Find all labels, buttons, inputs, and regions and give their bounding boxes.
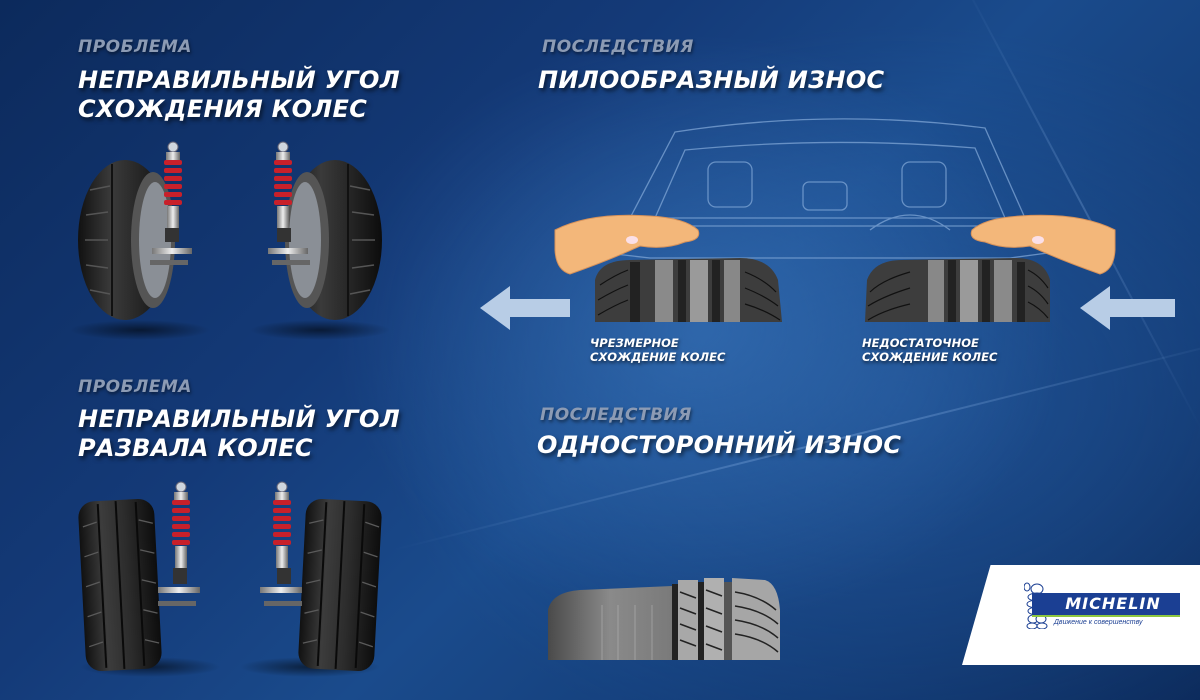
michelin-tagline: Движение к совершенству	[1054, 619, 1143, 626]
shock-absorber-icon	[158, 481, 200, 606]
shock-absorber-icon	[150, 141, 192, 265]
tire-icon	[78, 498, 162, 672]
shock-absorber-icon	[268, 141, 310, 265]
tire-icon	[285, 160, 382, 320]
toe-wheels-illustration	[70, 141, 390, 340]
toe-consequence-title: Пилообразный износ	[538, 66, 885, 94]
michelin-wordmark: MICHELIN	[1032, 593, 1180, 617]
toe-problem-eyebrow: Проблема	[78, 37, 192, 57]
sawtooth-wear-illustration	[480, 118, 1175, 330]
excessive-toe-caption-line2: схождение колес	[590, 350, 726, 364]
michelin-logo-panel: MICHELIN Движение к совершенству	[962, 565, 1200, 665]
tire-icon	[298, 498, 382, 672]
tire-icon	[865, 258, 1050, 322]
michelin-wordmark-text: MICHELIN	[1065, 594, 1161, 613]
insufficient-toe-caption: Недостаточное схождение колес	[862, 336, 997, 364]
excessive-toe-caption: Чрезмерное схождение колес	[590, 336, 725, 364]
toe-problem-title-line2: схождения колес	[78, 95, 368, 123]
arrow-left-icon	[1080, 286, 1175, 330]
excessive-toe-caption-line1: Чрезмерное	[590, 336, 679, 350]
toe-consequence-eyebrow: Последствия	[542, 37, 694, 57]
camber-problem-title: Неправильный угол развала колес	[78, 405, 400, 463]
arrow-left-icon	[480, 286, 570, 330]
toe-problem-title-line1: Неправильный угол	[78, 66, 400, 94]
hand-icon	[970, 214, 1116, 275]
one-sided-wear-illustration	[548, 578, 780, 660]
camber-problem-title-line1: Неправильный угол	[78, 405, 400, 433]
toe-problem-title: Неправильный угол схождения колес	[78, 66, 400, 124]
camber-problem-title-line2: развала колес	[78, 434, 313, 462]
insufficient-toe-caption-line1: Недостаточное	[862, 336, 979, 350]
camber-consequence-eyebrow: Последствия	[540, 405, 692, 425]
camber-consequence-title: Односторонний износ	[537, 431, 902, 459]
tire-icon	[548, 578, 780, 660]
shock-absorber-icon	[260, 481, 302, 606]
tire-icon	[595, 258, 782, 322]
camber-wheels-illustration	[78, 481, 382, 677]
tire-icon	[78, 160, 175, 320]
camber-problem-eyebrow: Проблема	[78, 377, 192, 397]
insufficient-toe-caption-line2: схождение колес	[862, 350, 998, 364]
hand-icon	[554, 214, 700, 275]
